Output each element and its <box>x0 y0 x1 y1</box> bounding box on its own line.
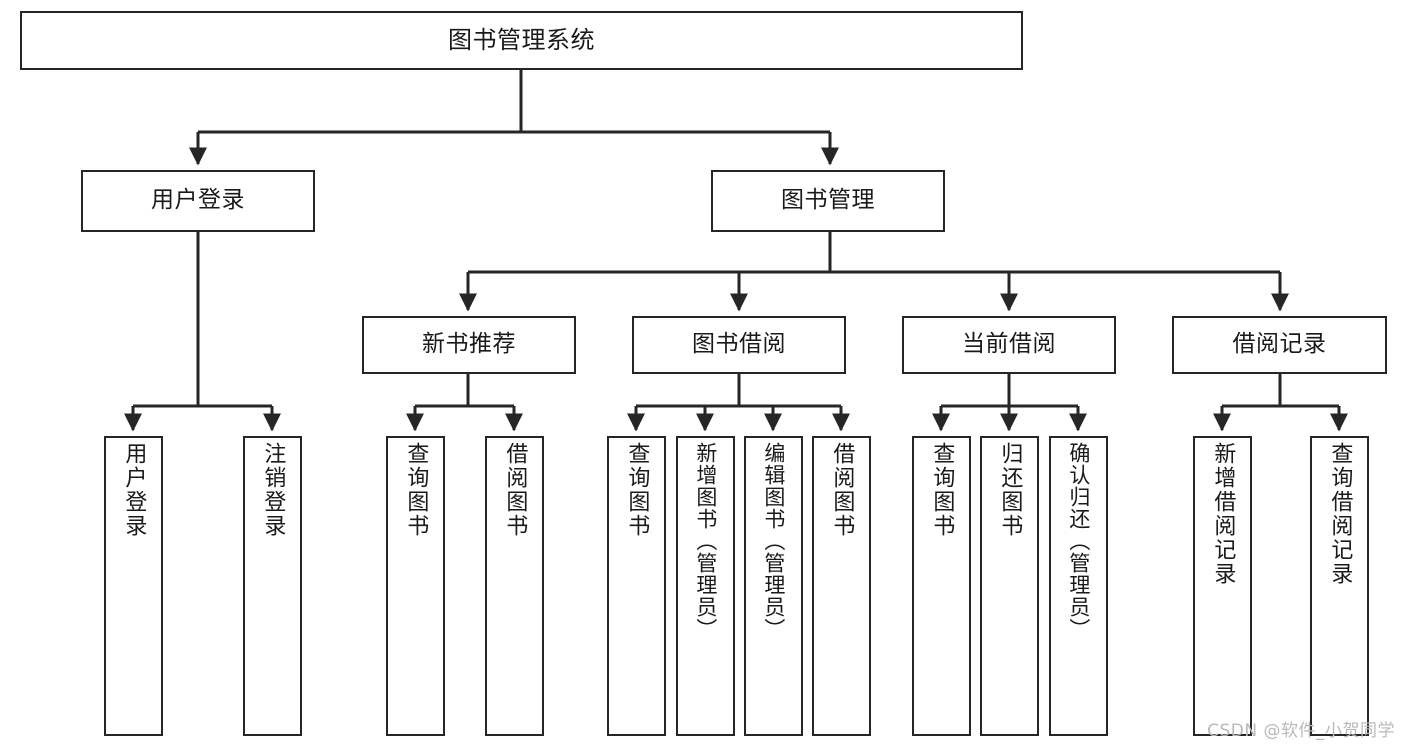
node-label: 图书管理 <box>781 187 875 214</box>
node-new-book-recommend[interactable]: 新书推荐 <box>362 316 576 374</box>
node-leaf-add-book[interactable]: 新增图书（管理员） <box>676 436 735 736</box>
node-label: 用户登录 <box>151 187 245 214</box>
node-label: 新书推荐 <box>422 331 516 358</box>
node-leaf-return-book[interactable]: 归还图书 <box>980 436 1039 736</box>
node-leaf-query-book-1[interactable]: 查询图书 <box>386 436 445 736</box>
csdn-watermark: CSDN @软件_小贺同学 <box>1207 721 1395 741</box>
node-leaf-add-record[interactable]: 新增借阅记录 <box>1193 436 1252 736</box>
node-leaf-borrow-book-2[interactable]: 借阅图书 <box>812 436 871 736</box>
node-book-borrow[interactable]: 图书借阅 <box>632 316 846 374</box>
node-book-management-system[interactable]: 图书管理系统 <box>20 11 1023 70</box>
node-label: 借阅图书 <box>829 442 855 538</box>
node-label: 新增借阅记录 <box>1210 442 1236 586</box>
node-label: 当前借阅 <box>962 331 1056 358</box>
node-label: 图书管理系统 <box>448 26 595 55</box>
node-leaf-user-login[interactable]: 用户登录 <box>104 436 163 736</box>
node-borrow-record[interactable]: 借阅记录 <box>1172 316 1387 374</box>
node-label: 用户登录 <box>121 442 147 538</box>
node-label: 查询借阅记录 <box>1327 442 1353 586</box>
node-leaf-borrow-book-1[interactable]: 借阅图书 <box>485 436 544 736</box>
node-label: 查询图书 <box>624 442 650 538</box>
node-label: 编辑图书（管理员） <box>761 442 786 640</box>
node-label: 归还图书 <box>997 442 1023 538</box>
node-leaf-edit-book[interactable]: 编辑图书（管理员） <box>744 436 803 736</box>
node-leaf-confirm-return[interactable]: 确认归还（管理员） <box>1049 436 1108 736</box>
node-label: 查询图书 <box>403 442 429 538</box>
node-leaf-user-logout[interactable]: 注销登录 <box>243 436 302 736</box>
node-book-management[interactable]: 图书管理 <box>711 170 945 232</box>
node-label: 借阅记录 <box>1232 331 1327 358</box>
node-label: 查询图书 <box>929 442 955 538</box>
node-leaf-query-record[interactable]: 查询借阅记录 <box>1310 436 1369 736</box>
node-label: 确认归还（管理员） <box>1066 442 1091 640</box>
node-label: 借阅图书 <box>502 442 528 538</box>
node-current-borrow[interactable]: 当前借阅 <box>902 316 1116 374</box>
node-label: 图书借阅 <box>692 331 786 358</box>
node-leaf-query-book-2[interactable]: 查询图书 <box>607 436 666 736</box>
node-label: 新增图书（管理员） <box>693 442 718 640</box>
node-label: 注销登录 <box>260 442 286 538</box>
node-user-login[interactable]: 用户登录 <box>81 170 315 232</box>
node-leaf-query-book-3[interactable]: 查询图书 <box>912 436 971 736</box>
